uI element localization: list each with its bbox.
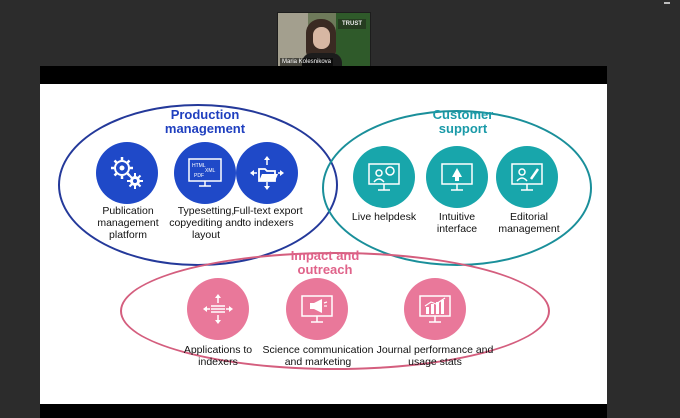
shared-screen-top-bar	[40, 66, 607, 84]
participant-name-label: Maria Kolesnikova	[280, 58, 334, 66]
participant-face	[313, 27, 330, 49]
document-formats-icon: HTML XML PDF	[174, 142, 236, 204]
editor-pen-icon	[496, 146, 558, 208]
live-helpdesk-label: Live helpdesk	[351, 211, 417, 223]
megaphone-screen-icon	[286, 278, 348, 340]
production-title: Production management	[164, 107, 246, 136]
publication-platform-label: Publication management platform	[97, 205, 159, 241]
science-communication-label: Science communication and marketing	[262, 344, 374, 368]
typesetting-label: Typesetting, copyediting and layout	[169, 205, 243, 241]
cursor-screen-icon	[426, 146, 488, 208]
background-sign: TRUST	[338, 19, 366, 29]
helpdesk-chat-icon	[353, 146, 415, 208]
format-xml: XML	[205, 168, 216, 174]
intuitive-interface-label: Intuitive interface	[436, 211, 478, 235]
gears-icon	[96, 142, 158, 204]
impact-title: Impact and outreach	[290, 248, 360, 277]
participant-video-tile[interactable]: TRUST Maria Kolesnikova	[277, 12, 371, 68]
format-html: HTML	[192, 163, 206, 169]
shared-screen-bottom-bar	[40, 404, 607, 418]
shared-slide: Production management Customer support I…	[40, 84, 607, 404]
editorial-management-label: Editorial management	[498, 211, 560, 235]
journal-performance-label: Journal performance and usage stats	[376, 344, 494, 368]
window-minimize-icon[interactable]	[664, 2, 670, 4]
fulltext-export-label: Full-text export to indexers	[233, 205, 303, 229]
format-pdf: PDF	[194, 173, 204, 179]
customer-title: Customer support	[432, 107, 494, 136]
applications-indexers-label: Applications to indexers	[183, 344, 253, 368]
folder-export-icon	[236, 142, 298, 204]
bar-chart-screen-icon	[404, 278, 466, 340]
impact-oval	[120, 252, 550, 370]
distribute-arrows-icon	[187, 278, 249, 340]
